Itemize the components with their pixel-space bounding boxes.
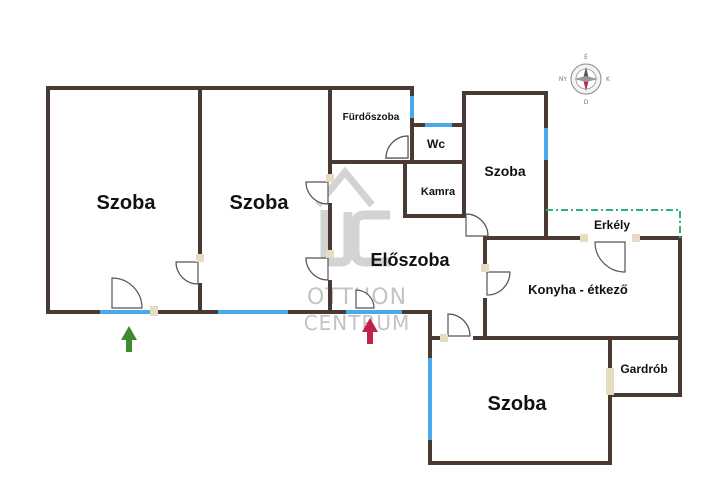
door-jambs [196,174,640,395]
walls [46,86,682,465]
watermark-line2: CENTRUM [304,311,411,335]
door-szoba2-hall [305,257,329,281]
jamb-6 [632,234,640,242]
jamb-3 [326,250,334,258]
watermark-c-shape [350,210,390,267]
room-label-gardrob: Gardrób [620,362,667,376]
windows [100,96,548,440]
room-label-erkely: Erkély [594,218,630,232]
jamb-gardrob [606,368,614,395]
door-entrance [355,289,375,309]
door-balcony [594,241,626,273]
jamb-2 [326,174,334,182]
door-kitchen [486,271,511,296]
room-label-szoba-3: Szoba [484,163,525,179]
balcony-outline [546,209,681,238]
door-szoba4 [447,313,471,337]
room-label-szoba-4: Szoba [488,393,548,415]
door-szoba2-hall-upper [305,181,329,205]
door-jamb [150,306,158,316]
entrance-arrow-green-icon [121,326,137,352]
compass-west: NY [559,76,567,83]
door-bath [385,135,409,159]
room-label-szoba-2: Szoba [230,192,290,214]
compass-south: D [584,99,589,106]
door-szoba3 [465,213,489,237]
entrance-arrow-red-icon [362,318,378,344]
room-label-furdoszoba: Fürdőszoba [343,112,400,123]
room-label-wc: Wc [427,137,445,151]
jamb-4 [481,264,489,272]
jamb-7 [440,334,448,342]
room-label-eloszoba: Előszoba [370,250,450,270]
door-szoba1-szoba2 [175,261,199,285]
jamb-1 [196,254,204,262]
room-labels: Szoba Szoba Fürdőszoba Wc Kamra Szoba El… [97,112,668,415]
compass-icon: É D K NY [559,53,611,106]
compass-east: K [606,76,611,83]
jamb-5 [580,234,588,242]
room-label-konyha: Konyha - étkező [528,282,628,297]
doors [111,135,626,337]
door-szoba1-balcony [111,277,143,309]
room-label-szoba-1: Szoba [97,192,157,214]
room-label-kamra: Kamra [421,186,456,198]
compass-north: É [584,53,588,61]
